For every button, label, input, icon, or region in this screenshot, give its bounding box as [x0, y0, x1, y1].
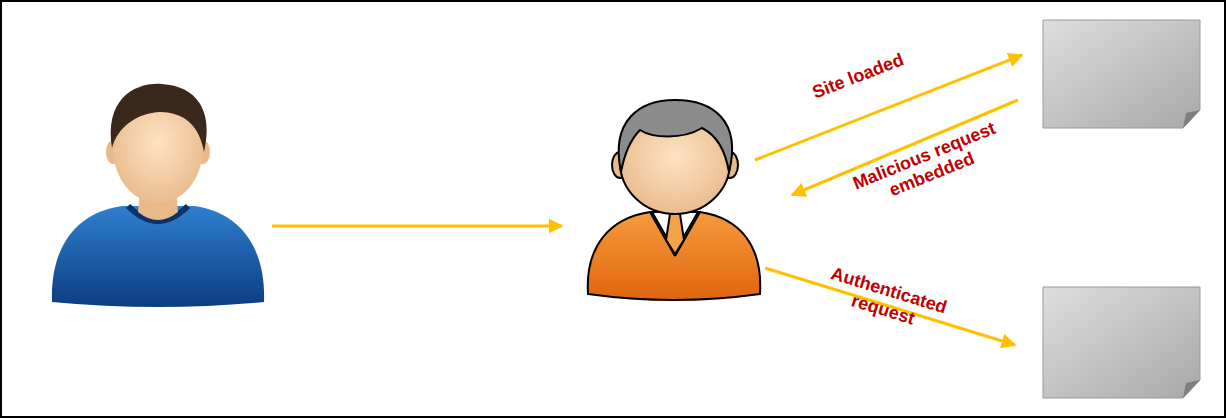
- document-page: [1043, 20, 1200, 128]
- sweater-body: [52, 206, 264, 307]
- document-icon: [1043, 287, 1200, 398]
- victim-figure: [588, 100, 761, 300]
- user-figure: [52, 84, 264, 307]
- arrows: [272, 55, 1022, 345]
- hair: [619, 100, 732, 172]
- document-page: [1043, 287, 1200, 398]
- document-icon: [1043, 20, 1200, 128]
- flow-arrow: [272, 225, 562, 228]
- document-fold: [1183, 110, 1200, 128]
- document-fold: [1183, 380, 1200, 398]
- tie: [666, 214, 684, 254]
- suit-body: [588, 212, 761, 300]
- hair: [111, 84, 207, 152]
- lapels: [650, 212, 700, 256]
